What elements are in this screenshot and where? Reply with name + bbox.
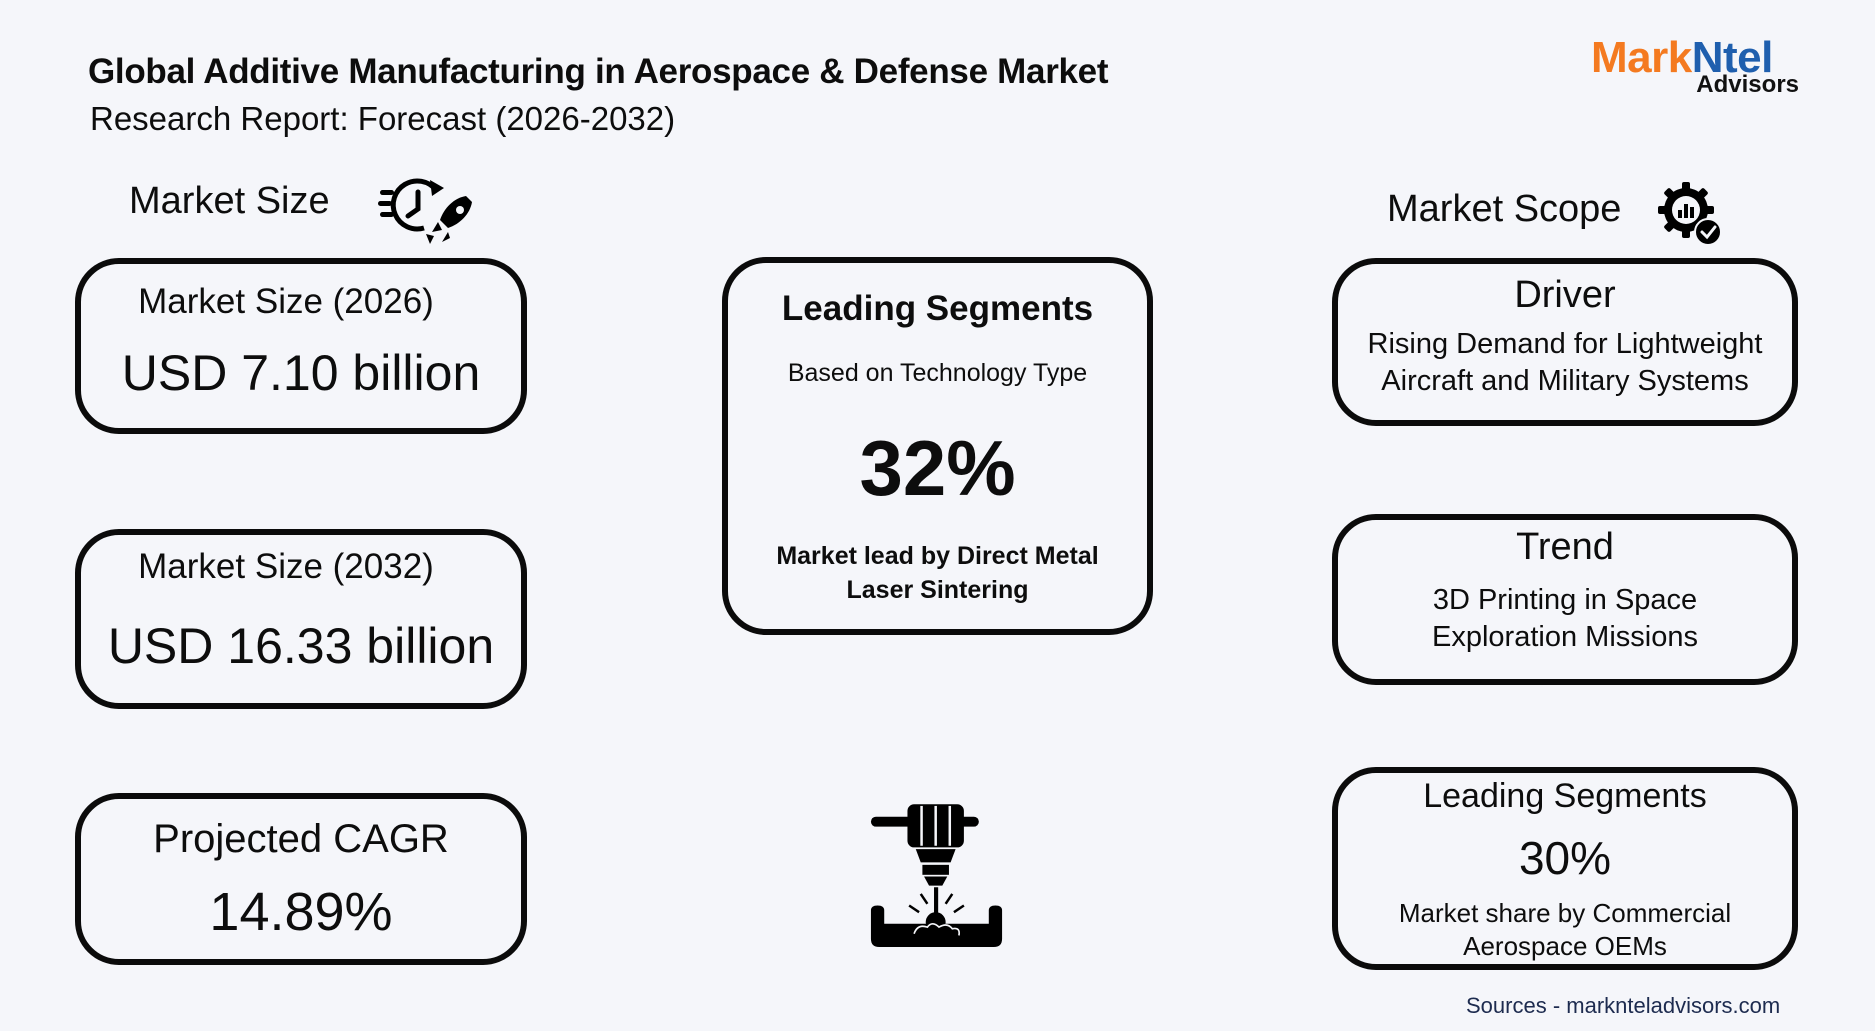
- market-size-heading: Market Size: [129, 180, 330, 222]
- card-label: Market Size (2026): [138, 282, 434, 321]
- driver-card: Driver Rising Demand for Lightweight Air…: [1332, 258, 1798, 426]
- logo-ntel-text: Ntel: [1691, 33, 1774, 82]
- card-subheading: Based on Technology Type: [787, 359, 1088, 387]
- card-value: 32%: [859, 424, 1016, 512]
- logo-mark-text: Mark: [1591, 33, 1692, 82]
- card-heading: Leading Segments: [1423, 777, 1707, 815]
- brand-logo: MarkNtel Advisors: [1591, 36, 1803, 100]
- card-description: Market lead by Direct Metal Laser Sinter…: [776, 542, 1099, 604]
- laser-sintering-printer-icon: [856, 782, 1022, 956]
- card-heading: Trend: [1516, 526, 1614, 568]
- market-scope-heading: Market Scope: [1387, 188, 1622, 230]
- market-size-2032-card: Market Size (2032) USD 16.33 billion: [75, 529, 527, 709]
- gear-chart-check-icon: [1658, 182, 1724, 248]
- trend-card: Trend 3D Printing in Space Exploration M…: [1332, 514, 1798, 685]
- market-size-2026-card: Market Size (2026) USD 7.10 billion: [75, 258, 527, 434]
- clock-rocket-icon: [378, 176, 478, 246]
- leading-segments-enduser-card: Leading Segments 30% Market share by Com…: [1332, 767, 1798, 970]
- logo-advisors-text: Advisors: [1696, 71, 1799, 98]
- page-title: Global Additive Manufacturing in Aerospa…: [88, 52, 1109, 91]
- sources-link[interactable]: Sources - marknteladvisors.com: [1466, 993, 1781, 1018]
- card-text: 3D Printing in Space Exploration Mission…: [1432, 584, 1698, 653]
- card-heading: Driver: [1514, 274, 1616, 316]
- card-text: Rising Demand for Lightweight Aircraft a…: [1367, 328, 1763, 397]
- projected-cagr-card: Projected CAGR 14.89%: [75, 793, 527, 965]
- leading-segments-technology-card: Leading Segments Based on Technology Typ…: [722, 257, 1153, 635]
- card-heading: Leading Segments: [781, 289, 1094, 328]
- card-value: USD 7.10 billion: [121, 345, 481, 401]
- card-label: Market Size (2032): [138, 547, 434, 586]
- card-label: Projected CAGR: [153, 817, 449, 861]
- card-value: 30%: [1518, 832, 1612, 884]
- card-text: Market share by Commercial Aerospace OEM…: [1398, 898, 1732, 961]
- card-value: 14.89%: [209, 882, 393, 942]
- page-subtitle: Research Report: Forecast (2026-2032): [90, 100, 676, 137]
- card-value: USD 16.33 billion: [107, 618, 495, 674]
